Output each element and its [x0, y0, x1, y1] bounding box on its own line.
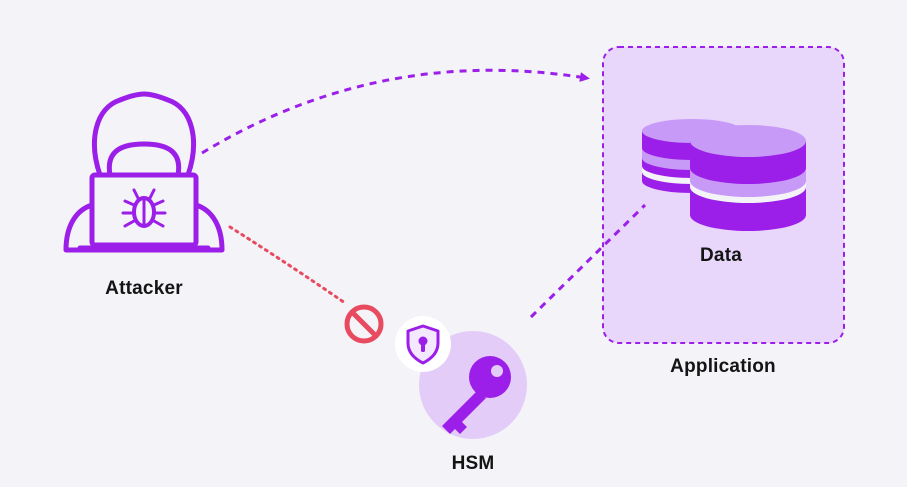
data-label: Data — [700, 245, 742, 266]
shield-lock-icon — [395, 316, 451, 372]
attacker-label: Attacker — [105, 278, 183, 299]
edge-attacker-to-application — [201, 68, 590, 155]
prohibited-icon — [344, 304, 384, 344]
hooded-hacker-laptop-bug-icon — [63, 91, 225, 253]
hsm-label: HSM — [451, 453, 495, 474]
application-label: Application — [670, 356, 776, 377]
edge-hsm-to-data — [529, 203, 647, 319]
database-stack-icon — [642, 119, 806, 231]
edge-attacker-to-hsm-blocked — [228, 225, 347, 305]
